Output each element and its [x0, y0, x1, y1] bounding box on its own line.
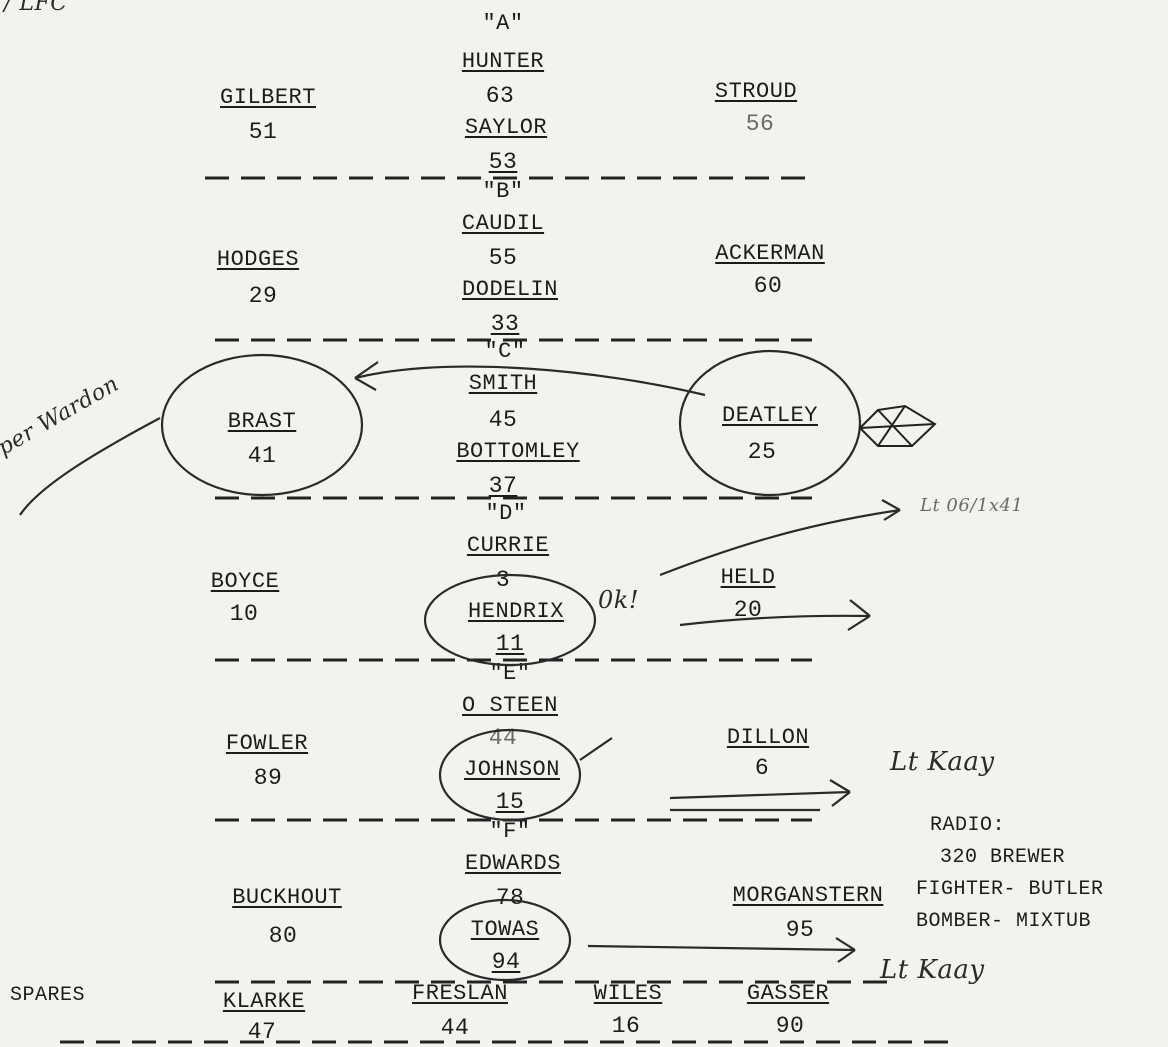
johnson-tick	[579, 737, 613, 761]
flight-c-wing-num: 37	[488, 473, 518, 499]
spare-num: 47	[247, 1019, 277, 1045]
flight-b-right-name: ACKERMAN	[715, 241, 825, 266]
hendrix-circle	[423, 573, 597, 667]
morganstern-arrow	[587, 937, 856, 963]
flight-f-left-num: 80	[268, 923, 298, 949]
flight-c-lead-name: SMITH	[468, 371, 538, 396]
flight-b-left-name: HODGES	[216, 247, 300, 272]
flight-a-left-num: 51	[248, 119, 278, 145]
spare-name: WILES	[593, 981, 663, 1006]
flight-f-right-num: 95	[785, 917, 815, 943]
flight-b-lead-num: 55	[488, 245, 518, 271]
flight-e-wing-name: JOHNSON	[464, 757, 560, 782]
deatley-circle	[678, 349, 862, 497]
flight-e-left-num: 89	[253, 765, 283, 791]
flight-c-left-num: 41	[247, 443, 277, 469]
flight-f-label: "F"	[489, 819, 531, 844]
flight-e-left-name: FOWLER	[225, 731, 309, 756]
flight-c-wing-name: BOTTOMLEY	[456, 439, 580, 464]
flight-b-right-num: 60	[753, 273, 783, 299]
deatley-star	[858, 404, 937, 447]
flight-d-left-name: BOYCE	[210, 569, 280, 594]
flight-d-label: "D"	[485, 501, 527, 526]
hendrix-note: 0k!	[598, 586, 639, 614]
flight-d-wing-num: 11	[495, 631, 525, 657]
flight-a-lead-num: 63	[485, 83, 515, 109]
flight-d-wing-name: HENDRIX	[468, 599, 564, 624]
flight-a-wing-name: SAYLOR	[464, 115, 548, 140]
transfer-arrowhead	[354, 361, 379, 391]
flight-c-right-num: 25	[747, 439, 777, 465]
flight-a-lead-name: HUNTER	[461, 49, 545, 74]
flight-d-lead-name: CURRIE	[466, 533, 550, 558]
spare-num: 44	[440, 1015, 470, 1041]
flight-c-left-name: BRAST	[227, 409, 297, 434]
flight-a-wing-num: 53	[488, 149, 518, 175]
held-arrow	[679, 599, 871, 631]
corner-note: / LFC	[4, 0, 68, 16]
flight-e-wing-num: 15	[495, 789, 525, 815]
flight-f-lead-num: 78	[495, 885, 525, 911]
radio-line: BOMBER- MIXTUB	[916, 910, 1092, 933]
spare-num: 16	[611, 1013, 641, 1039]
f-note: Lt Kaay	[880, 955, 985, 985]
flight-f-lead-name: EDWARDS	[465, 851, 561, 876]
flight-b-lead-name: CAUDIL	[461, 211, 545, 236]
radio-line: FIGHTER- BUTLER	[916, 878, 1104, 901]
flight-c-label: "C"	[484, 339, 526, 364]
spare-name: GASSER	[746, 981, 830, 1006]
spare-name: KLARKE	[222, 989, 306, 1014]
ok-arrow	[659, 499, 901, 577]
d-arrow-note: Lt 06/1x41	[920, 495, 1024, 516]
spare-num: 90	[775, 1013, 805, 1039]
flight-a-left-name: GILBERT	[220, 85, 316, 110]
spares-label: SPARES	[10, 984, 86, 1007]
flight-a-label: "A"	[482, 11, 524, 36]
flight-b-left-num: 29	[248, 283, 278, 309]
flight-e-right-num: 6	[754, 755, 770, 781]
flight-f-wing-name: TOWAS	[470, 917, 540, 942]
flight-d-right-name: HELD	[720, 565, 776, 590]
flight-f-left-name: BUCKHOUT	[232, 885, 342, 910]
flight-b-wing-num: 33	[490, 311, 520, 337]
flight-e-right-name: DILLON	[726, 725, 810, 750]
e-note: Lt Kaay	[890, 747, 995, 777]
flight-b-wing-name: DODELIN	[462, 277, 558, 302]
radio-line: 320 BREWER	[940, 846, 1066, 869]
transfer-arrow	[354, 365, 706, 397]
flight-a-right-num: 56	[745, 111, 775, 137]
flight-c-right-name: DEATLEY	[722, 403, 818, 428]
flight-f-right-name: MORGANSTERN	[732, 883, 884, 908]
flight-d-left-num: 10	[229, 601, 259, 627]
dillon-arrow	[669, 779, 851, 807]
margin-note-stroke	[19, 417, 161, 516]
flight-e-lead-name: O STEEN	[462, 693, 558, 718]
flight-a-right-name: STROUD	[714, 79, 798, 104]
johnson-circle	[438, 728, 582, 822]
brast-circle	[160, 353, 364, 497]
radio-title: RADIO:	[930, 814, 1006, 837]
flight-b-label: "B"	[482, 179, 524, 204]
spare-name: FRESLAN	[412, 981, 508, 1006]
flight-c-lead-num: 45	[488, 407, 518, 433]
flight-f-wing-num: 94	[491, 949, 521, 975]
towas-circle	[438, 898, 572, 982]
